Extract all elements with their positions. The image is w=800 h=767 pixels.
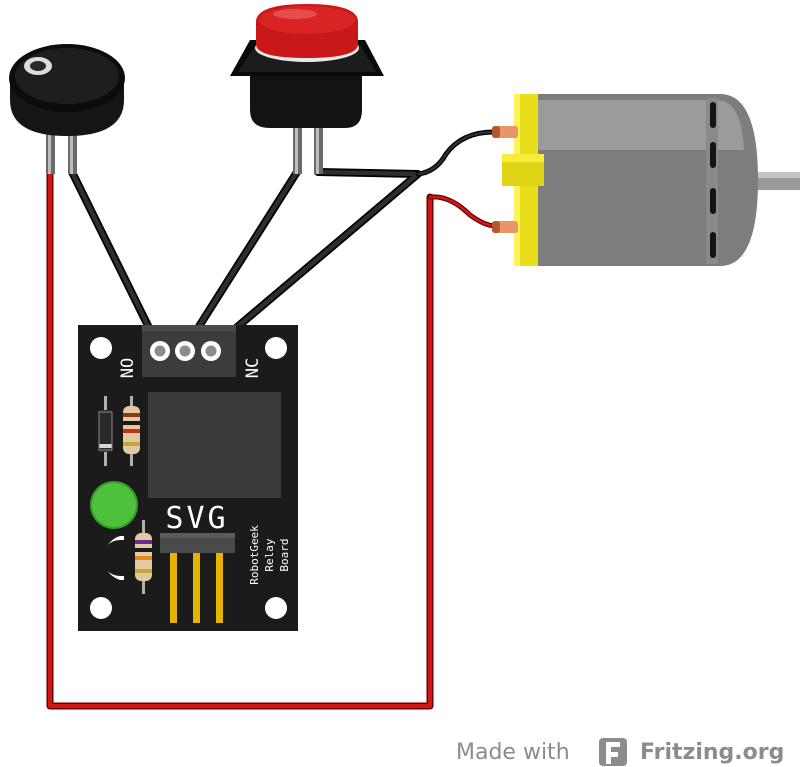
brand-line-3: Board — [278, 538, 291, 571]
diode — [98, 396, 113, 466]
fritzing-logo-icon — [599, 738, 627, 766]
wires — [46, 129, 499, 710]
credit-made-with: Made with — [456, 740, 570, 765]
label-nc: NC — [243, 358, 263, 378]
brand-line-1: RobotGeek — [248, 525, 261, 585]
red-wire-loop-inner — [48, 170, 432, 708]
relay-body — [148, 392, 281, 498]
fritzing-credit: Made with Fritzing.org — [456, 738, 784, 766]
mount-hole-bottom-left — [90, 597, 112, 619]
brand-line-2: Relay — [263, 538, 276, 571]
screw-terminal — [142, 325, 236, 377]
credit-brand: Fritzing.org — [640, 740, 784, 765]
transistor — [102, 536, 124, 580]
relay-board: NO NC SVG — [78, 325, 298, 631]
black-wire-motor-lead — [415, 129, 497, 177]
buzzer — [9, 44, 125, 174]
status-led — [91, 482, 137, 528]
push-button — [230, 4, 384, 174]
pin-header — [160, 533, 235, 623]
red-wire-motor-lead — [427, 194, 499, 229]
label-svg: SVG — [165, 501, 228, 536]
resistor-bottom — [135, 520, 152, 594]
dc-motor — [492, 94, 800, 266]
red-wire-motor-lead-inner — [428, 195, 498, 228]
mount-hole-bottom-right — [265, 597, 287, 619]
resistor-top — [123, 396, 140, 466]
mount-hole-top-left — [90, 337, 112, 359]
mount-hole-top-right — [265, 337, 287, 359]
brand-text: RobotGeek Relay Board — [248, 525, 291, 585]
label-no: NO — [118, 358, 138, 378]
